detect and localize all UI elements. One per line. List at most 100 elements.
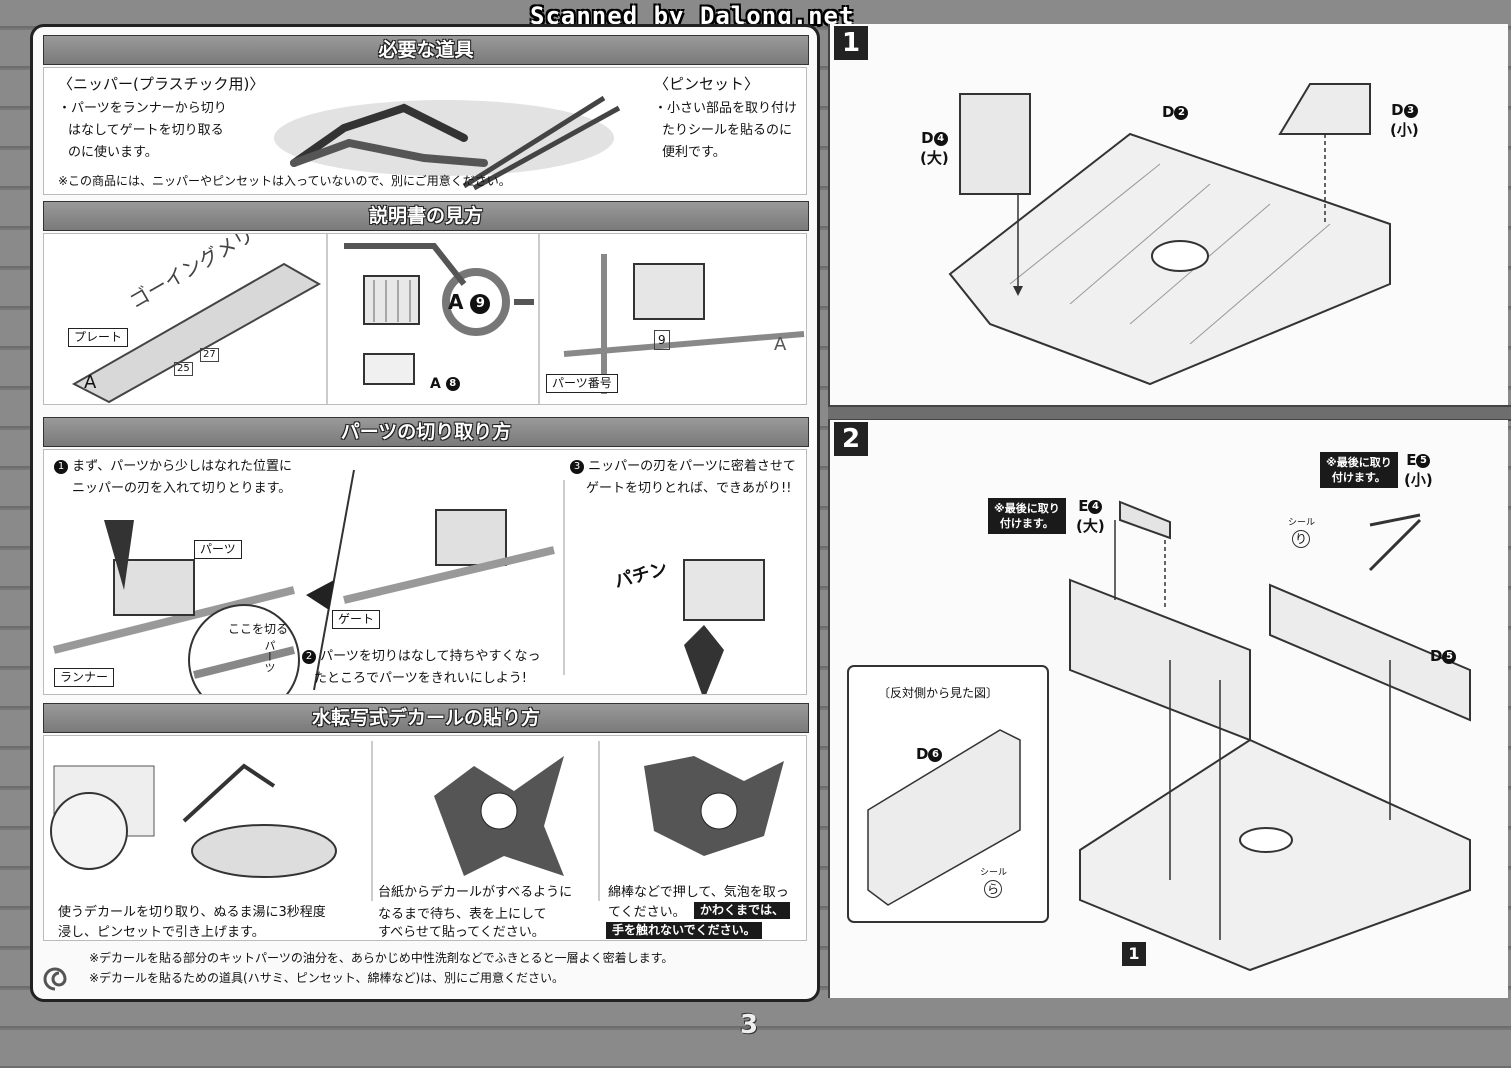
decal-warning-line1: かわくまでは、 — [694, 902, 791, 919]
nipper-desc-2: はなしてゲートを切り取る — [68, 123, 224, 138]
cutting-box: 1 まず、パーツから少しはなれた位置に ニッパーの刃を入れて切りとります。 パー… — [43, 449, 807, 695]
decal-note-2: ※デカールを貼るための道具(ハサミ、ピンセット、綿棒など)は、別にご用意ください… — [89, 971, 564, 985]
decal-warning-line2: 手を触れないでください。 — [606, 922, 762, 939]
label-runner: ランナー — [54, 668, 115, 687]
cutting-step1-text-2: ニッパーの刃を入れて切りとります。 — [72, 481, 292, 496]
tools-note: ※この商品には、ニッパーやピンセットは入っていないので、別にご用意ください。 — [58, 174, 511, 188]
cutting-step1-line1: まず、パーツから少しはなれた位置に — [72, 459, 292, 474]
runner-letter: A — [774, 334, 787, 355]
tools-box: 〈ニッパー(プラスチック用)〉 ・パーツをランナーから切り はなしてゲートを切り… — [43, 67, 807, 195]
runner-tag: 9 — [654, 330, 670, 350]
tweezer-desc-3: 便利です。 — [662, 145, 726, 160]
plate-tag-25: 25 — [174, 362, 193, 376]
page-number: 3 — [740, 1010, 759, 1040]
plate-label: プレート — [68, 328, 129, 347]
howto-section-title: 説明書の見方 — [43, 201, 809, 231]
decal-text1-line2: 浸し、ピンセットで引き上げます。 — [58, 925, 265, 940]
seal-ra: ら — [984, 880, 1002, 898]
spiral-ornament — [43, 967, 67, 991]
plate-letter: A — [84, 372, 97, 393]
inset-d6-number: 6 — [928, 747, 943, 762]
callout-number: 9 — [470, 293, 491, 314]
tweezer-heading: 〈ピンセット〉 — [654, 75, 760, 93]
step1-d2-letter: D — [1162, 103, 1175, 121]
step2-e5-number: 5 — [1416, 453, 1431, 468]
step2-d5-letter: D — [1430, 647, 1443, 665]
step1-d4-size: (大) — [920, 149, 949, 167]
inset-caption: 〔反対側から見た図〕 — [878, 686, 999, 700]
nipper-desc-1: ・パーツをランナーから切り — [58, 101, 227, 116]
cutting-step2-text-2: たところでパーツをきれいにしよう! — [314, 671, 527, 686]
attach-last-a-line1: ※最後に取り — [994, 502, 1060, 515]
cutting-illustration — [53, 469, 765, 694]
cutting-section-title: パーツの切り取り方 — [43, 417, 809, 447]
tools-illustration — [274, 95, 621, 191]
attach-last-a-line2: 付けます。 — [999, 517, 1054, 530]
callout-part-number: A 9 — [448, 290, 491, 314]
decal-text1-line1: 使うデカールを切り取り、ぬるま湯に3秒程度 — [58, 905, 326, 920]
step1-d3-letter: D — [1391, 101, 1404, 119]
label-parts-vertical: パーツ — [263, 640, 276, 673]
step1-d3-size: (小) — [1390, 121, 1419, 139]
decal-section-title: 水転写式デカールの貼り方 — [43, 703, 809, 733]
step2-e4-letter: E — [1078, 497, 1089, 515]
callout-letter: A — [448, 290, 464, 314]
decal-text3-line1: 綿棒などで押して、気泡を取っ — [608, 885, 789, 900]
cutting-step1-text-1: 1 まず、パーツから少しはなれた位置に — [54, 456, 292, 477]
step1-d2-number: 2 — [1174, 105, 1189, 120]
step2-attach-last-note-b: ※最後に取り 付けます。 — [1320, 452, 1398, 488]
cutting-step3-line1: ニッパーの刃をパーツに密着させて — [588, 459, 796, 474]
step1-d3-number: 3 — [1403, 103, 1418, 118]
part-number-label: パーツ番号 — [546, 374, 618, 393]
attach-last-b-line2: 付けます。 — [1331, 471, 1386, 484]
step2-ref-step1: 1 — [1122, 942, 1146, 966]
left-instruction-panel: 必要な道具 〈ニッパー(プラスチック用)〉 ・パーツをランナーから切り はなして… — [30, 24, 820, 1002]
tools-section-title: 必要な道具 — [43, 35, 809, 65]
plate-tag-27: 27 — [200, 348, 219, 362]
step2-e4-number: 4 — [1088, 499, 1103, 514]
cutting-step2-num: 2 — [302, 649, 316, 664]
nipper-heading: 〈ニッパー(プラスチック用)〉 — [58, 75, 265, 93]
cutting-step3-text-2: ゲートを切りとれば、できあがり!! — [586, 481, 792, 496]
step2-illustration — [847, 500, 1471, 972]
tweezer-desc-2: たりシールを貼るのに — [662, 123, 793, 138]
cutting-step3-text-1: 3 ニッパーの刃をパーツに密着させて — [570, 456, 796, 477]
decal-text2-line3: すべらせて貼ってください。 — [378, 925, 545, 940]
step2-e5-size: (小) — [1404, 471, 1433, 489]
seal-ri-caption: シール — [1288, 518, 1316, 528]
step1-d4-number: 4 — [933, 131, 948, 146]
step2-attach-last-note-a: ※最後に取り 付けます。 — [988, 498, 1066, 534]
cutting-step3-num: 3 — [570, 459, 584, 474]
decal-box: 使うデカールを切り取り、ぬるま湯に3秒程度 浸し、ピンセットで引き上げます。 台… — [43, 735, 807, 941]
howto-illustration — [71, 234, 805, 404]
cutting-step2-text-1: 2 パーツを切りはなして持ちやすくなっ — [302, 646, 541, 667]
nipper-desc-3: のに使います。 — [68, 145, 158, 160]
decal-note-1: ※デカールを貼る部分のキットパーツの油分を、あらかじめ中性洗剤などでふきとると一… — [89, 951, 674, 965]
step2-number: 2 — [834, 422, 868, 456]
step2-e5-letter: E — [1406, 451, 1417, 469]
decal-illustration — [50, 741, 784, 901]
tweezer-desc-1: ・小さい部品を取り付け — [654, 101, 798, 116]
decal-text3-line2: てください。 — [608, 905, 686, 920]
step2-e4-size: (大) — [1076, 517, 1105, 535]
attach-last-b-line1: ※最後に取り — [1326, 456, 1392, 469]
step-divider — [828, 405, 1511, 421]
cutting-step1-num: 1 — [54, 459, 68, 474]
step1-illustration — [948, 83, 1391, 386]
part-a8-label: A 8 — [430, 374, 460, 394]
step1-number: 1 — [834, 26, 868, 60]
inset-d6-letter: D — [916, 745, 929, 763]
seal-ra-caption: シール — [980, 868, 1008, 878]
cutting-step2-line1: パーツを切りはなして持ちやすくなっ — [320, 649, 541, 664]
part-letter: A — [430, 376, 441, 392]
part-number: 8 — [445, 377, 460, 391]
decal-text2-line1: 台紙からデカールがすべるように — [378, 885, 573, 900]
